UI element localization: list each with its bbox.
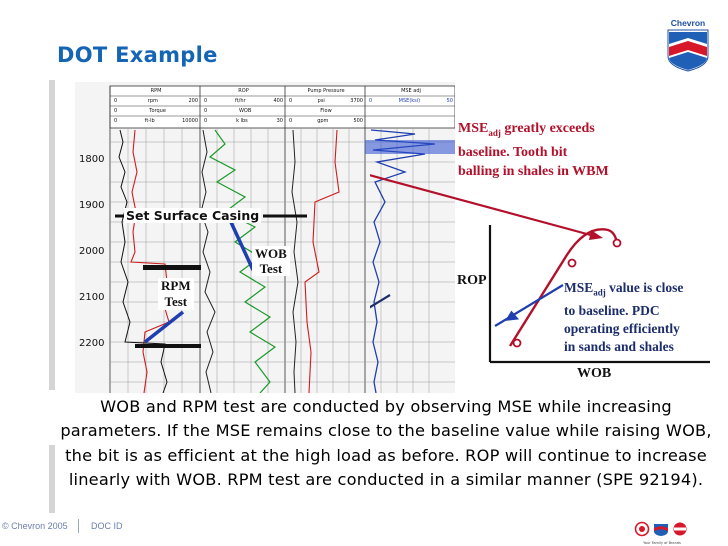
badges-caption: Your Family of Brands (643, 541, 681, 545)
slide-title: DOT Example (57, 43, 218, 67)
track-wob-unit: k lbs (236, 118, 248, 124)
mse-exceeds-callout: MSEadj greatly exceeds baseline. Tooth b… (458, 119, 609, 181)
track-rpm-unit: rpm (147, 98, 158, 104)
track-torque-min: 0 (114, 108, 118, 114)
mse-subscript: adj (488, 127, 501, 138)
track-flow-name: Flow (320, 108, 332, 114)
track-wob-min: 0 (204, 108, 208, 114)
mse-label: MSE (458, 121, 489, 136)
mse-baseline-callout: MSEadj value is close to baseline. PDC o… (564, 279, 683, 356)
track-wob-min2: 0 (204, 118, 208, 124)
track-mse-header: MSE adj 0 MSE(ksi) 50 (367, 86, 455, 128)
mse-label-2: MSE (564, 280, 594, 295)
graph-x-axis-label: WOB (577, 366, 612, 381)
depth-label: 1900 (79, 200, 105, 211)
callout-bottom-line1: value is close (609, 280, 684, 295)
track-pressure-max: 3700 (350, 98, 363, 104)
callout-bottom-line2: to baseline. PDC (564, 302, 660, 318)
footer-copyright: © Chevron 2005 (2, 521, 68, 531)
well-log-graphic (75, 82, 456, 394)
graph-y-axis-label: ROP (457, 273, 487, 288)
accent-bar-lower (49, 445, 55, 513)
depth-label: 2000 (79, 246, 105, 257)
wob-test-label: WOB Test (252, 246, 290, 276)
callout-top-line2: baseline. Tooth bit (458, 144, 568, 160)
body-paragraph: WOB and RPM test are conducted by observ… (60, 397, 712, 490)
footer-doc-id: DOC ID (91, 521, 123, 531)
wob-test-line1: WOB (255, 246, 287, 261)
track-wob-max: 30 (276, 118, 283, 124)
rpm-test-line1: RPM (161, 278, 191, 293)
track-flow-max: 500 (353, 118, 363, 124)
track-torque-max: 10000 (182, 118, 198, 124)
footer-divider (78, 519, 79, 533)
chevron-logo: Chevron (662, 18, 714, 72)
track-torque-name: Torque (149, 108, 166, 114)
accent-bar-upper (49, 80, 55, 390)
track-rop-min: 0 (204, 98, 208, 104)
track-flow-unit: gpm (317, 118, 329, 124)
track-pressure-header: Pump Pressure 0 psi 3700 Flow 0 gpm 500 (287, 86, 365, 128)
callout-bottom-line4: in sands and shales (564, 338, 674, 354)
depth-label: 1800 (79, 154, 105, 165)
depth-label: 2100 (79, 292, 105, 303)
track-pressure-min: 0 (289, 98, 293, 104)
track-rop-title: ROP (238, 88, 249, 94)
track-mse-max: 50 (446, 98, 453, 104)
brand-logos-icon (634, 521, 687, 537)
track-rpm-max: 200 (188, 98, 198, 104)
rpm-test-line2: Test (164, 294, 188, 309)
callout-bottom-line3: operating efficiently (564, 320, 680, 336)
wob-test-line2: Test (259, 261, 283, 276)
rpm-test-label: RPM Test (158, 278, 194, 310)
track-rop-max: 400 (273, 98, 283, 104)
track-rop-unit: ft/hr (235, 98, 246, 104)
track-mse-min: 0 (369, 98, 373, 104)
track-torque-unit: ft-lb (144, 118, 155, 124)
logo-wordmark: Chevron (670, 18, 706, 28)
set-casing-label: Set Surface Casing (124, 208, 262, 223)
track-wob-name: WOB (238, 108, 252, 114)
track-flow-min: 0 (289, 118, 293, 124)
track-rpm-title: RPM (150, 88, 162, 94)
brand-badges: Your Family of Brands (634, 521, 690, 545)
rop-wob-graph (370, 174, 710, 364)
callout-top-line3: balling in shales in WBM (458, 163, 609, 179)
mse-subscript-2: adj (593, 287, 606, 298)
track-pressure-title: Pump Pressure (307, 88, 345, 94)
track-mse-title: MSE adj (401, 88, 421, 94)
track-pressure-unit: psi (317, 98, 325, 104)
callout-top-line1: greatly exceeds (504, 121, 595, 136)
track-mse-unit: MSE(ksi) (398, 98, 421, 104)
track-rpm-min: 0 (114, 98, 118, 104)
track-torque-min2: 0 (114, 118, 118, 124)
chevron-logo-icon (667, 29, 709, 72)
depth-label: 2200 (79, 338, 105, 349)
